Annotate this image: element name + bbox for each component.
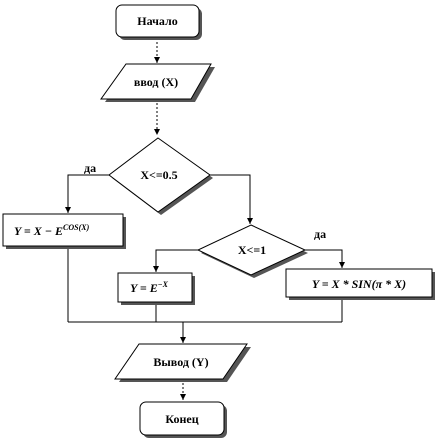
decision-1-label: X<=0.5 — [140, 168, 177, 182]
edge-cond1-no — [210, 174, 253, 224]
decision-2-label: X<=1 — [238, 243, 266, 257]
yes-label-1: да — [84, 161, 96, 175]
output-node: Вывод (Y) — [114, 343, 251, 382]
edge-cond1-yes — [65, 174, 109, 213]
decision-1: X<=0.5 — [108, 137, 213, 215]
start-node: Начало — [115, 4, 202, 40]
decision-2: X<=1 — [196, 224, 308, 278]
end-label: Конец — [165, 412, 198, 426]
formula-3-label: Y = X * SIN(π * X) — [312, 277, 406, 291]
formula-2-node: Y = E−X — [117, 272, 195, 305]
formula-2-label: Y = E−X — [130, 280, 169, 295]
start-label: Начало — [137, 14, 177, 28]
input-node: ввод (X) — [100, 63, 215, 102]
edge-cond2-no — [153, 249, 198, 272]
formula-1-label: Y = X − ECOS(X) — [14, 223, 90, 238]
output-label: Вывод (Y) — [153, 355, 208, 369]
edge-cond2-yes — [305, 249, 345, 268]
formula-3-node: Y = X * SIN(π * X) — [285, 268, 435, 300]
formula-1-node: Y = X − ECOS(X) — [2, 213, 126, 249]
end-node: Конец — [139, 401, 227, 438]
input-label: ввод (X) — [134, 75, 178, 89]
yes-label-2: да — [314, 227, 326, 241]
connectors — [65, 38, 345, 400]
